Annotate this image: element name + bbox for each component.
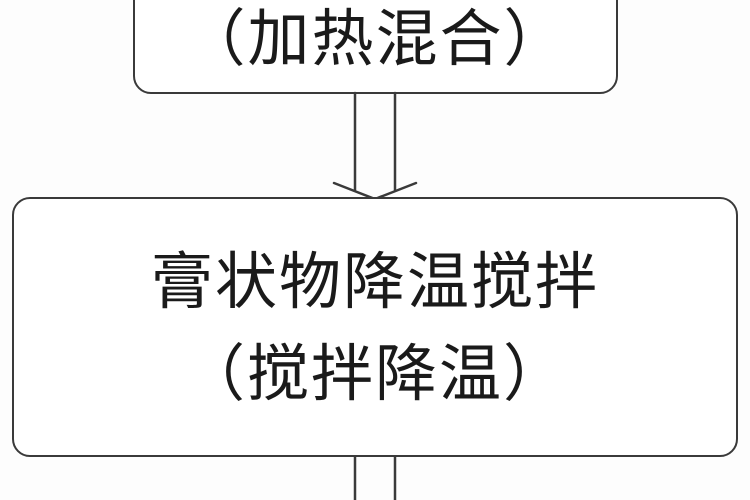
step-box-heating-mixing: （加热混合）	[133, 0, 618, 94]
down-connector-icon	[353, 456, 397, 500]
step-title-paste-cooling-stirring: 膏状物降温搅拌	[150, 245, 599, 318]
step-label-heating-mixing: （加热混合）	[183, 2, 568, 75]
step-box-paste-cooling-stirring: 膏状物降温搅拌 （搅拌降温）	[12, 197, 738, 457]
down-arrow-icon	[332, 91, 418, 201]
step-subtitle-stirring-cooling: （搅拌降温）	[182, 337, 567, 410]
